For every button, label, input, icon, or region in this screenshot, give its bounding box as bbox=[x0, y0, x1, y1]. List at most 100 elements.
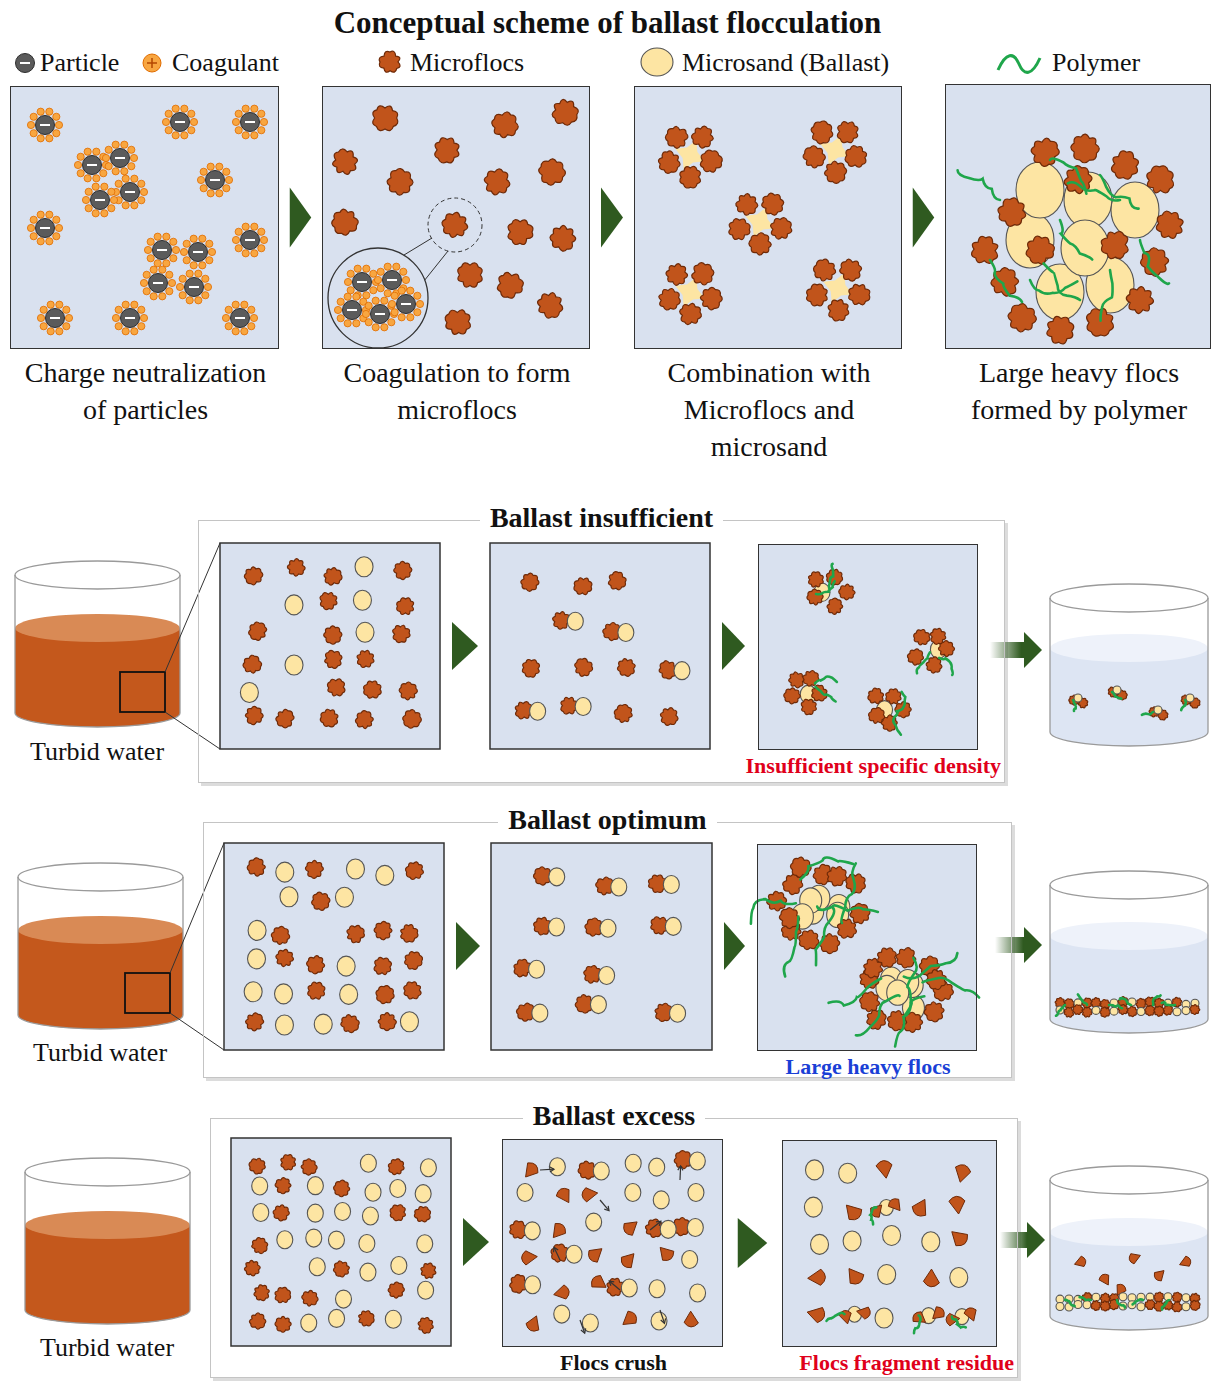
microfloc bbox=[320, 593, 337, 610]
particle bbox=[241, 231, 260, 250]
beaker-rim bbox=[25, 1158, 190, 1186]
coagulant bbox=[374, 276, 381, 283]
water-surface bbox=[1050, 634, 1208, 662]
microfloc bbox=[849, 284, 870, 305]
coagulant bbox=[188, 127, 195, 134]
coagulant bbox=[235, 228, 242, 235]
coagulant bbox=[251, 132, 258, 139]
coagulant bbox=[344, 320, 351, 327]
microfloc bbox=[403, 710, 422, 729]
microsand bbox=[360, 1263, 376, 1281]
microsand bbox=[549, 868, 565, 886]
microsand bbox=[649, 1280, 665, 1298]
microfloc bbox=[324, 568, 342, 586]
microfloc bbox=[522, 659, 539, 677]
microsand bbox=[593, 1162, 609, 1180]
step-arrow bbox=[601, 188, 623, 248]
coagulant bbox=[110, 196, 117, 203]
motion-arrow-head bbox=[678, 1166, 683, 1170]
microsand bbox=[950, 1267, 968, 1287]
polymer bbox=[939, 658, 953, 675]
coagulant bbox=[30, 216, 37, 223]
step-arrow bbox=[722, 622, 745, 670]
microfloc bbox=[1190, 1005, 1200, 1015]
microfloc bbox=[972, 236, 998, 263]
motion-arrow bbox=[554, 1247, 560, 1260]
stage-panel: Insufficient specific density bbox=[758, 544, 978, 750]
microsand bbox=[276, 862, 294, 882]
coagulant bbox=[334, 306, 341, 313]
microfloc bbox=[820, 933, 840, 953]
microfloc bbox=[397, 598, 414, 615]
microsand bbox=[340, 984, 358, 1004]
coagulant bbox=[388, 319, 395, 326]
group-box: Ballast optimumLarge heavy flocs bbox=[203, 822, 1012, 1078]
coagulant bbox=[166, 271, 173, 278]
zoom-square bbox=[125, 973, 170, 1013]
microfloc bbox=[405, 952, 423, 970]
coagulant bbox=[159, 293, 166, 300]
charge-sign bbox=[157, 249, 167, 251]
microsand bbox=[1119, 1293, 1127, 1301]
polymer bbox=[1100, 175, 1139, 209]
microsand bbox=[618, 624, 634, 642]
coagulant bbox=[85, 205, 92, 212]
microfloc bbox=[784, 688, 800, 704]
microsand bbox=[665, 917, 681, 935]
coagulant bbox=[384, 290, 391, 297]
particle bbox=[153, 241, 172, 260]
microfloc bbox=[811, 121, 833, 144]
coagulant-plus bbox=[147, 58, 157, 68]
floc-fragment bbox=[556, 1188, 569, 1202]
microsand bbox=[887, 980, 909, 1005]
microsand bbox=[839, 1163, 857, 1183]
coagulant bbox=[179, 292, 186, 299]
coagulant bbox=[414, 309, 421, 316]
microsand bbox=[307, 1204, 323, 1222]
polymer bbox=[870, 1207, 876, 1224]
microfloc bbox=[244, 567, 263, 585]
microfloc bbox=[659, 288, 680, 309]
coagulant bbox=[183, 257, 190, 264]
coagulant bbox=[154, 233, 161, 240]
microsand bbox=[1092, 1006, 1100, 1014]
floc-fragment bbox=[1099, 1274, 1109, 1285]
coagulant bbox=[381, 297, 388, 304]
group-shadow bbox=[201, 523, 1008, 786]
coagulant bbox=[131, 175, 138, 182]
zoom-square bbox=[120, 672, 165, 712]
microsand bbox=[244, 982, 262, 1002]
coagulant bbox=[56, 301, 63, 308]
coagulant bbox=[140, 188, 147, 195]
coagulant bbox=[195, 297, 202, 304]
microsand bbox=[1111, 182, 1159, 238]
microsand bbox=[275, 1015, 293, 1035]
coagulant bbox=[101, 210, 108, 217]
panel bbox=[231, 1138, 451, 1346]
microfloc bbox=[458, 263, 483, 287]
microfloc bbox=[254, 1285, 269, 1301]
coagulant bbox=[77, 153, 84, 160]
coagulant bbox=[147, 255, 154, 262]
microfloc bbox=[1154, 1292, 1164, 1302]
coagulant bbox=[258, 110, 265, 117]
charge-sign bbox=[387, 279, 397, 281]
microsand bbox=[346, 859, 364, 879]
charge-sign bbox=[87, 164, 97, 166]
legend-label: Microflocs bbox=[410, 45, 524, 81]
coagulant bbox=[143, 288, 150, 295]
coagulant bbox=[388, 300, 395, 307]
polymer bbox=[952, 1317, 966, 1328]
coagulant bbox=[402, 276, 409, 283]
microfloc bbox=[312, 892, 330, 910]
coagulant bbox=[235, 245, 242, 252]
microsand bbox=[524, 1222, 540, 1240]
microsand bbox=[400, 1012, 418, 1032]
coagulant bbox=[179, 275, 186, 282]
microfloc bbox=[276, 709, 294, 727]
coagulant bbox=[250, 314, 257, 321]
coagulant bbox=[150, 293, 157, 300]
microfloc bbox=[839, 584, 855, 600]
coagulant bbox=[260, 236, 267, 243]
microfloc bbox=[801, 699, 816, 714]
